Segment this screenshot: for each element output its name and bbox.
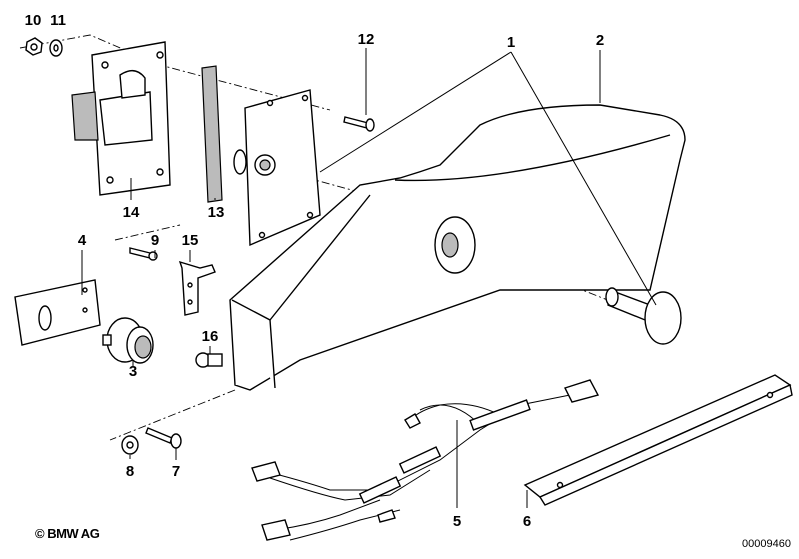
nut-part-10 [25,37,43,56]
switch-part-3 [102,317,154,364]
washer-part-8 [121,435,139,455]
gasket-part-13 [201,65,223,203]
copyright-notice: © BMW AG [35,526,100,541]
label-part-9: 9 [151,232,159,249]
label-part-7: 7 [172,463,180,480]
label-part-15: 15 [182,232,199,249]
label-part-6: 6 [523,513,531,530]
bracket-part-4 [14,279,101,346]
label-part-8: 8 [126,463,134,480]
cover-plate [233,89,321,247]
socket-part-16 [195,352,223,368]
wiring-harness-part-5 [251,379,600,541]
image-code: 00009460 [742,538,791,550]
screw-part-9 [129,247,158,261]
label-part-12: 12 [358,31,375,48]
label-part-3: 3 [129,363,137,380]
screw-part-7 [145,427,182,449]
clip-part-15 [178,260,216,316]
washer-part-11 [49,39,63,57]
label-part-4: 4 [78,232,87,249]
label-part-2: 2 [596,32,604,49]
label-part-5: 5 [453,513,461,530]
assembly-line [114,224,181,241]
label-part-13: 13 [208,204,225,221]
label-part-10: 10 [25,12,42,29]
label-part-14: 14 [123,204,140,221]
label-part-11: 11 [50,12,66,29]
screw-part-12 [343,116,375,132]
label-part-1: 1 [507,34,515,51]
assembly-line [109,389,236,441]
leader-lines [81,48,657,508]
mounting-plate-part-14 [71,41,171,196]
knob [605,287,682,345]
housing-part-2 [229,104,686,391]
rail-part-6 [523,374,793,506]
label-part-16: 16 [202,328,219,345]
